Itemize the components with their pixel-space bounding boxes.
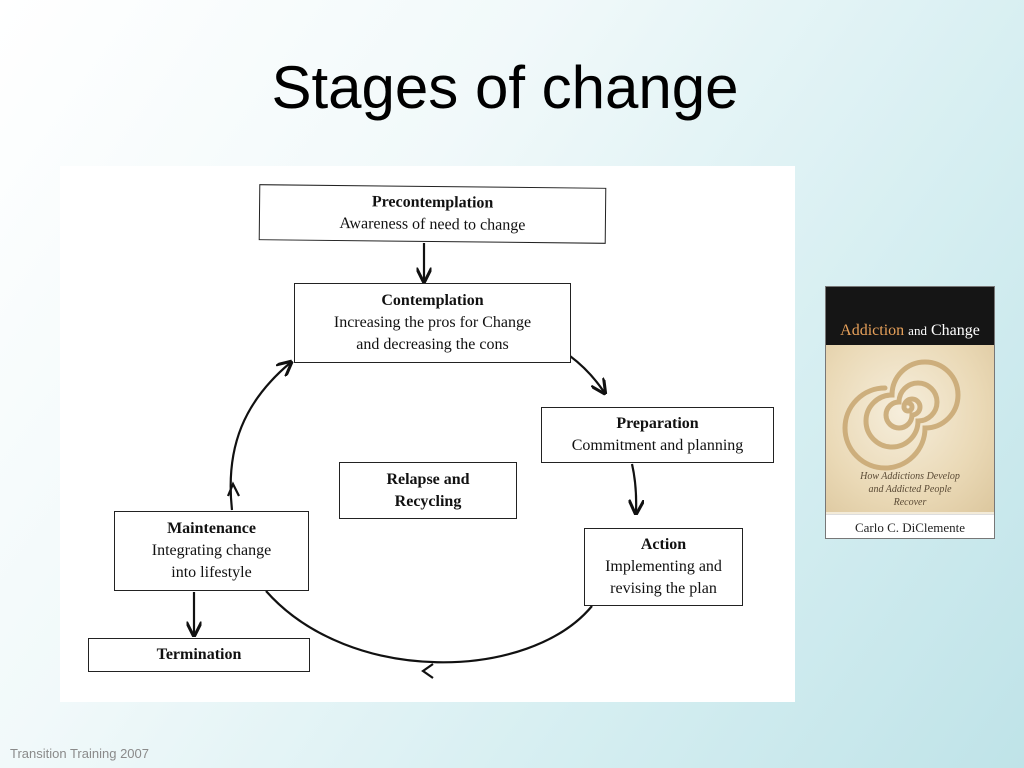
- arrow-head-bottom-arc: [421, 663, 434, 679]
- book-title-word: Addiction: [840, 322, 905, 339]
- slide-title: Stages of change: [271, 54, 739, 121]
- stage-description: Commitment and planning: [571, 437, 744, 454]
- slide-footer: Transition Training 2007: [10, 746, 149, 761]
- stage-action: Action Implementing and revising the pla…: [584, 528, 743, 606]
- book-cover-image: Addiction and Change How Addictions Deve…: [825, 286, 995, 539]
- stage-name-line: Recycling: [394, 492, 462, 510]
- stage-maintenance: Maintenance Integrating change into life…: [114, 511, 309, 591]
- stage-description: Awareness of need to change: [339, 215, 526, 234]
- stage-description-line: and decreasing the cons: [356, 336, 509, 353]
- spiral-icon: [842, 359, 961, 471]
- cycle-connectors: [60, 243, 795, 679]
- stage-name: Action: [640, 536, 687, 553]
- book-title-word: Change: [930, 322, 980, 339]
- stage-description-line: Integrating change: [151, 542, 272, 559]
- stage-name-line: Relapse and: [386, 470, 470, 488]
- book-author: Carlo C. DiClemente: [826, 514, 994, 538]
- book-subtitle-line: and Addicted People: [868, 484, 952, 495]
- book-cover-top-band: [826, 287, 994, 345]
- stage-precontemplation: Precontemplation Awareness of need to ch…: [258, 184, 607, 244]
- stage-description-line: Increasing the pros for Change: [333, 314, 532, 331]
- stage-preparation: Preparation Commitment and planning: [541, 407, 774, 463]
- arc-action-to-maintenance: [265, 590, 593, 664]
- stage-description-line: into lifestyle: [171, 564, 252, 581]
- stage-relapse-and-recycling: Relapse and Recycling: [339, 462, 517, 519]
- stage-description-line: revising the plan: [610, 580, 717, 597]
- stages-of-change-diagram: Precontemplation Awareness of need to ch…: [60, 166, 795, 702]
- book-subtitle-line: Recover: [893, 497, 927, 508]
- arrow-head-left-arc: [226, 481, 240, 497]
- arrow-preparation-to-action: [632, 463, 636, 512]
- stage-name: Termination: [156, 646, 242, 663]
- stage-name: Contemplation: [381, 292, 484, 309]
- arc-maintenance-to-contemplation: [229, 363, 290, 511]
- stage-name: Preparation: [616, 415, 699, 432]
- book-cover-art: [826, 345, 994, 512]
- book-title: Addiction and Change: [826, 322, 994, 340]
- book-title-word: and: [908, 323, 927, 338]
- arrow-contemplation-to-preparation: [569, 355, 604, 392]
- stage-contemplation: Contemplation Increasing the pros for Ch…: [294, 283, 571, 363]
- stage-termination: Termination: [88, 638, 310, 672]
- stage-name: Precontemplation: [371, 193, 494, 212]
- stage-description-line: Implementing and: [605, 558, 722, 575]
- book-subtitle: How Addictions Develop and Addicted Peop…: [826, 470, 994, 509]
- stage-name: Maintenance: [167, 520, 256, 537]
- book-subtitle-line: How Addictions Develop: [860, 471, 960, 482]
